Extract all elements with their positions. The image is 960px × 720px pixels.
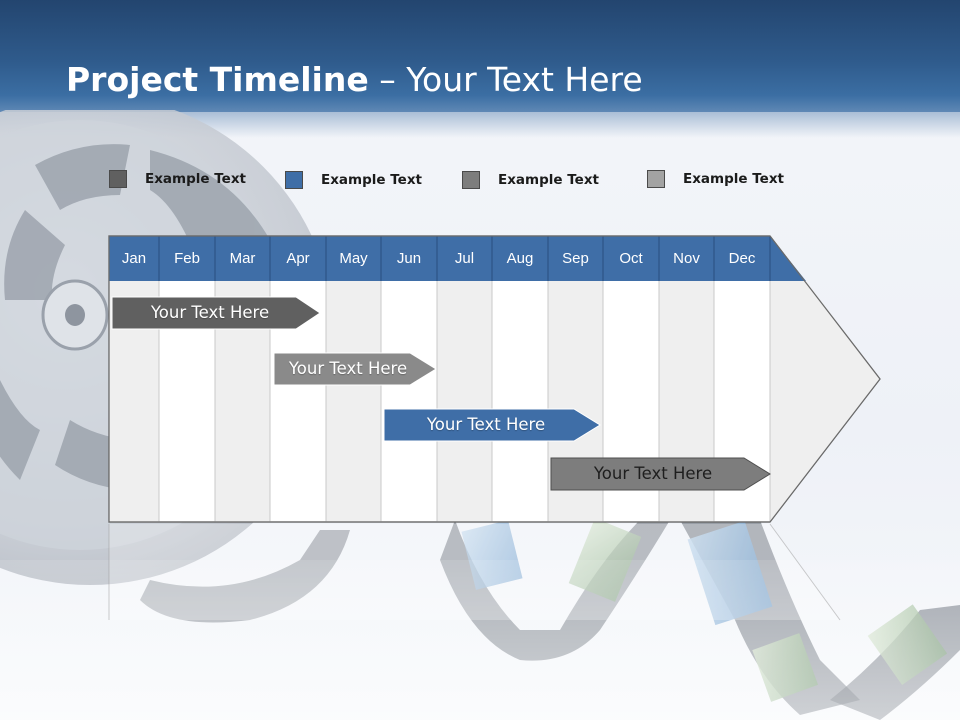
month-apr: Apr (286, 250, 310, 267)
task-bar-3-label: Your Text Here (426, 415, 546, 434)
slide-title-subtitle: – Your Text Here (368, 60, 643, 99)
legend-label-1: Example Text (145, 171, 246, 187)
legend-item-2: Example Text (285, 171, 422, 189)
task-bar-1-label: Your Text Here (150, 303, 270, 322)
month-oct: Oct (619, 250, 643, 267)
slide-title: Project Timeline – Your Text Here (66, 60, 643, 99)
title-bar (0, 0, 960, 112)
header-dividers (158, 236, 771, 281)
month-jun: Jun (396, 250, 422, 267)
month-mar: Mar (229, 250, 256, 267)
task-bar-4-label: Your Text Here (593, 464, 713, 483)
task-bar-2 (273, 352, 437, 386)
month-header-band (109, 236, 806, 281)
legend-label-4: Example Text (683, 171, 784, 187)
month-may: May (339, 250, 368, 267)
legend-label-2: Example Text (321, 172, 422, 188)
task-bar-4 (550, 457, 771, 491)
month-aug: Aug (506, 250, 534, 267)
legend-label-3: Example Text (498, 172, 599, 188)
month-feb: Feb (174, 250, 200, 267)
task-bar-2-label: Your Text Here (288, 359, 408, 378)
month-jan: Jan (121, 250, 147, 267)
legend-item-4: Example Text (647, 170, 784, 188)
month-jul: Jul (454, 250, 475, 267)
legend: Example Text Example Text Example Text E… (0, 170, 960, 200)
legend-swatch-4 (647, 170, 665, 188)
legend-item-1: Example Text (109, 170, 246, 188)
legend-swatch-2 (285, 171, 303, 189)
month-dec: Dec (728, 250, 756, 267)
legend-item-3: Example Text (462, 171, 599, 189)
legend-swatch-1 (109, 170, 127, 188)
month-sep: Sep (562, 250, 589, 267)
task-bar-1 (111, 296, 321, 330)
month-nov: Nov (673, 250, 700, 267)
task-bar-3 (383, 408, 601, 442)
legend-swatch-3 (462, 171, 480, 189)
slide-title-main: Project Timeline (66, 60, 369, 99)
